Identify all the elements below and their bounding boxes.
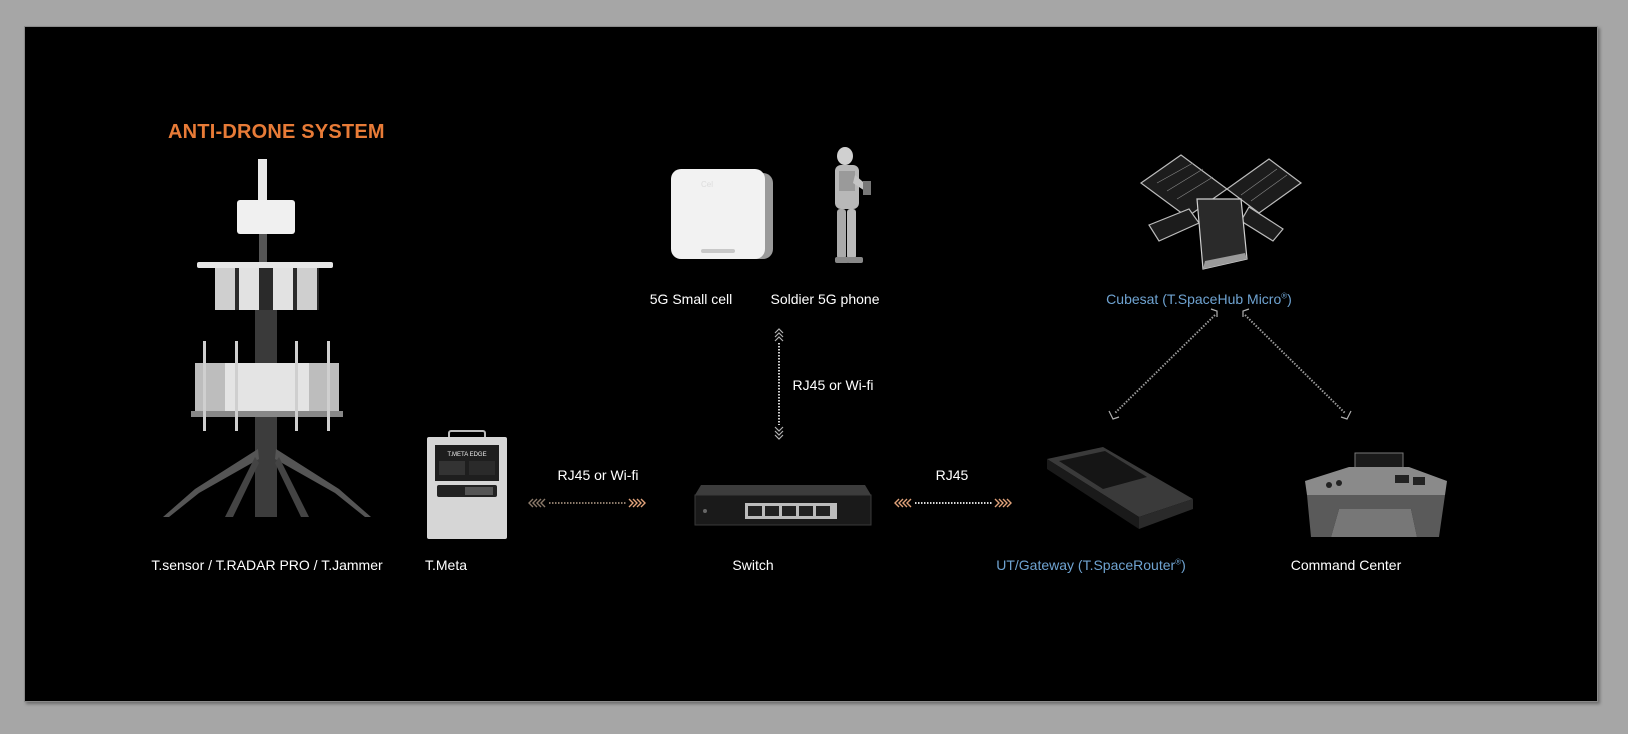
tmeta-image: T.META EDGE	[427, 430, 507, 539]
command-center-image	[1305, 452, 1447, 537]
registered-mark: ®	[1281, 291, 1288, 301]
cubesat-label-close: )	[1287, 291, 1292, 307]
link-switch-gateway	[894, 498, 1012, 508]
node-label-sensor: T.sensor / T.RADAR PRO / T.Jammer	[151, 557, 383, 573]
link-label-switch-up: RJ45 or Wi-fi	[792, 377, 874, 393]
switch-image	[694, 485, 872, 526]
node-label-tmeta: T.Meta	[424, 557, 468, 573]
link-cubesat-command-center	[1242, 308, 1352, 420]
node-label-switch: Switch	[732, 557, 774, 573]
link-label-switch-gateway: RJ45	[935, 467, 969, 483]
diagram-canvas: ANTI-DRONE SYSTEM T.META EDGE	[24, 26, 1598, 702]
node-label-small-cell: 5G Small cell	[649, 291, 733, 307]
node-label-command-center: Command Center	[1290, 557, 1402, 573]
node-label-cubesat: Cubesat (T.SpaceHub Micro®)	[1106, 291, 1292, 307]
cubesat-label-text: Cubesat (T.SpaceHub Micro	[1106, 291, 1282, 307]
gateway-label-text: UT/Gateway (T.SpaceRouter	[996, 557, 1176, 573]
link-tmeta-switch	[528, 498, 646, 508]
gateway-label-close: )	[1181, 557, 1186, 573]
sensor-tower-image	[163, 159, 371, 517]
node-label-gateway: UT/Gateway (T.SpaceRouter®)	[996, 557, 1186, 573]
link-cubesat-gateway	[1108, 308, 1218, 420]
small-cell-brand-text: Cel	[701, 180, 713, 189]
cubesat-image	[1139, 154, 1303, 270]
link-switch-up	[774, 328, 784, 440]
link-label-tmeta-switch: RJ45 or Wi-fi	[557, 467, 639, 483]
soldier-image	[835, 147, 871, 263]
diagram-title: ANTI-DRONE SYSTEM	[168, 121, 385, 143]
gateway-image	[1047, 447, 1193, 529]
tmeta-screen-text: T.META EDGE	[447, 452, 486, 458]
registered-mark: ®	[1175, 557, 1182, 567]
node-label-soldier-phone: Soldier 5G phone	[770, 291, 880, 307]
small-cell-image: Cel	[671, 169, 773, 259]
